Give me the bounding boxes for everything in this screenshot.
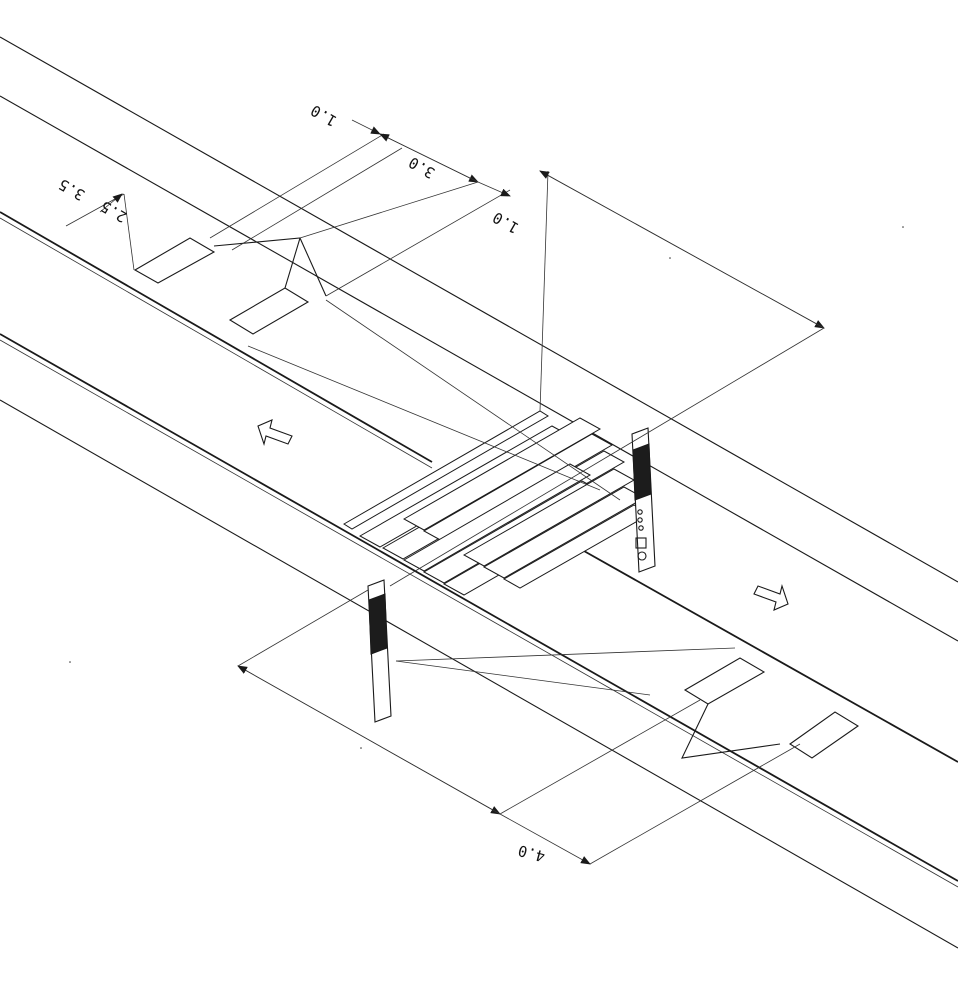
road-lines bbox=[0, 36, 958, 949]
stop-block-left bbox=[133, 237, 216, 284]
lane-line-upper-right bbox=[583, 550, 958, 763]
road-edge-bottom bbox=[0, 399, 958, 949]
speck bbox=[69, 661, 71, 663]
ext-line bbox=[209, 133, 385, 239]
direction-arrows bbox=[257, 419, 789, 611]
zigzag-upper-2 bbox=[299, 237, 327, 297]
ext-line bbox=[325, 189, 511, 297]
lower-markings bbox=[395, 647, 860, 759]
ext-line bbox=[589, 743, 801, 865]
ext-line-diag bbox=[389, 327, 825, 587]
post-right-band bbox=[632, 443, 652, 501]
sight-line bbox=[325, 299, 621, 501]
post-light-icon bbox=[637, 517, 643, 523]
ext-line bbox=[237, 589, 369, 667]
zigzag-upper bbox=[213, 237, 301, 289]
stop-block-lower-right bbox=[789, 711, 860, 759]
post-left bbox=[367, 579, 392, 723]
lane-line-upper-left-2 bbox=[0, 217, 433, 469]
dim-line-bottom-2 bbox=[499, 813, 591, 865]
crosswalk-stripe bbox=[422, 433, 614, 543]
post-button-icon bbox=[635, 537, 647, 549]
ext-line bbox=[299, 181, 479, 239]
dim-line bbox=[379, 133, 479, 183]
crosswalk-stripe bbox=[402, 417, 602, 531]
crosswalk-stripe bbox=[402, 463, 592, 572]
dim-line-long bbox=[539, 170, 825, 329]
sight-line-lower bbox=[395, 660, 651, 696]
dim-label-top-3: 1.0 bbox=[490, 208, 522, 237]
arrow-right-icon bbox=[753, 584, 789, 611]
dimension-lines bbox=[65, 119, 825, 865]
stop-block-lower-left bbox=[683, 657, 766, 705]
dim-line-bottom bbox=[237, 665, 501, 815]
ext-line bbox=[539, 170, 549, 412]
dim-label-left-a: 3.5 bbox=[56, 175, 88, 204]
dim-arrow bbox=[99, 193, 123, 213]
lane-line-lower bbox=[0, 333, 958, 882]
dim-label-top-1: 1.0 bbox=[308, 101, 340, 130]
post-right bbox=[631, 427, 656, 573]
dim-arrow bbox=[351, 119, 381, 135]
dim-arrow bbox=[477, 181, 511, 197]
zigzag-lower bbox=[681, 703, 781, 759]
post-light-icon bbox=[638, 525, 644, 531]
speck bbox=[669, 257, 671, 259]
stop-block-right bbox=[228, 287, 310, 335]
sight-line bbox=[247, 345, 601, 491]
post-light-icon bbox=[637, 509, 643, 515]
post-left-band bbox=[368, 593, 388, 655]
ext-line bbox=[123, 193, 135, 271]
arrow-left-icon bbox=[257, 419, 293, 446]
lane-line-upper-left bbox=[0, 211, 433, 463]
lane-line-lower-2 bbox=[0, 339, 958, 888]
post-sensor-icon bbox=[637, 551, 647, 561]
dim-label-bottom: 4.0 bbox=[516, 841, 547, 865]
speck bbox=[360, 747, 362, 749]
upper-markings bbox=[133, 237, 621, 501]
sight-line-lower bbox=[395, 647, 736, 662]
dim-label-top-2: 3.0 bbox=[406, 153, 438, 182]
ext-line bbox=[231, 147, 403, 251]
road-edge-top bbox=[0, 36, 958, 583]
speck bbox=[902, 226, 904, 228]
road-edge-upper bbox=[0, 95, 958, 642]
crosswalk bbox=[343, 410, 652, 596]
ext-line bbox=[499, 699, 701, 815]
crosswalk-stripe bbox=[343, 410, 549, 530]
